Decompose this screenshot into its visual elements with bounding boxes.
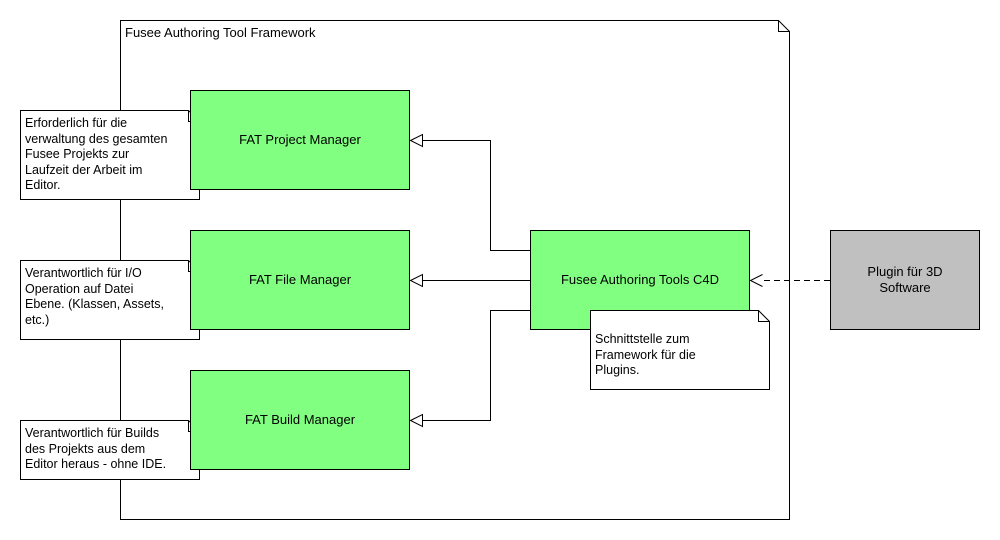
arrowhead-build — [409, 413, 423, 428]
component-build-manager[interactable]: FAT Build Manager — [190, 370, 410, 470]
component-c4d-label: Fusee Authoring Tools C4D — [560, 272, 720, 287]
note-c4d: Schnittstelle zum Framework für die Plug… — [595, 332, 696, 377]
component-project-manager[interactable]: FAT Project Manager — [190, 90, 410, 190]
component-file-manager-label: FAT File Manager — [248, 272, 352, 287]
arrowhead-file — [409, 273, 423, 288]
arrowhead-project — [409, 133, 423, 148]
arrowhead-c4d — [749, 274, 763, 287]
framework-title: Fusee Authoring Tool Framework — [125, 25, 316, 40]
component-plugin-label: Plugin für 3D Software — [867, 264, 943, 295]
component-plugin[interactable]: Plugin für 3D Software — [830, 230, 980, 330]
connector-c4d-project — [422, 140, 530, 251]
component-c4d[interactable]: Fusee Authoring Tools C4D — [530, 230, 750, 330]
note-project-manager: Erforderlich für die verwaltung des gesa… — [25, 116, 168, 192]
note-file-manager: Verantwortlich für I/O Operation auf Dat… — [25, 266, 164, 327]
note-build-manager: Verantwortlich für Builds des Projekts a… — [25, 426, 167, 471]
component-file-manager[interactable]: FAT File Manager — [190, 230, 410, 330]
component-project-manager-label: FAT Project Manager — [239, 132, 361, 147]
component-build-manager-label: FAT Build Manager — [244, 412, 356, 427]
connector-c4d-build — [422, 310, 530, 421]
